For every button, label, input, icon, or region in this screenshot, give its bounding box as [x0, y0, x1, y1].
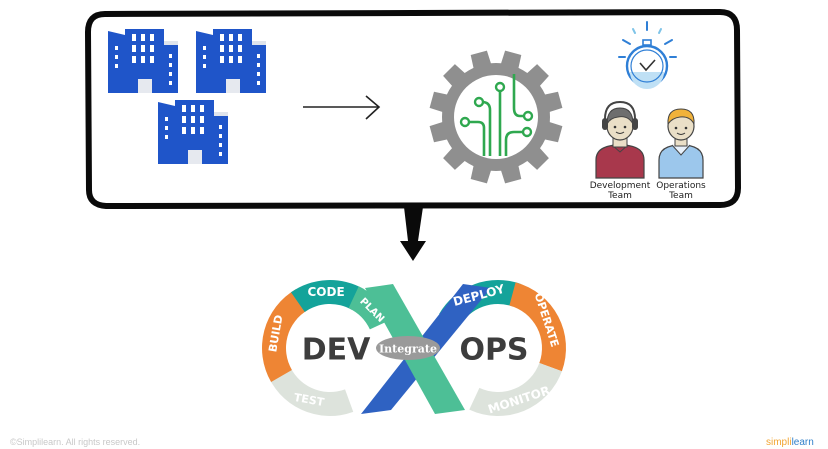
developer-avatar-icon — [595, 100, 645, 179]
development-team-label: Development Team — [588, 181, 652, 201]
buildings-group — [108, 29, 266, 164]
stage-build — [262, 289, 308, 382]
gear-circuit-icon — [429, 50, 563, 184]
office-building-icon — [108, 29, 178, 93]
team-label-line1: Operations — [656, 181, 706, 191]
stage-plan — [348, 286, 392, 330]
brand-part1: simpli — [766, 437, 792, 448]
team-label-line2: Team — [669, 191, 693, 201]
integrate-label: Integrate — [379, 343, 437, 356]
operations-team-label: Operations Team — [649, 181, 713, 201]
brand-logo: simplilearn — [766, 437, 814, 448]
stage-test — [266, 363, 354, 417]
down-arrow-icon — [400, 207, 426, 261]
brand-part2: learn — [791, 437, 814, 448]
office-building-icon — [196, 29, 266, 93]
team-label-line2: Team — [608, 191, 632, 201]
copyright-text: ©Simplilearn. All rights reserved. — [10, 437, 141, 447]
right-arrow-icon — [303, 95, 381, 120]
stage-label-test: TEST — [293, 391, 326, 409]
ops-label: OPS — [459, 333, 528, 368]
stage-operate — [509, 282, 566, 372]
stage-label-build: BUILD — [266, 314, 285, 353]
stopwatch-icon — [618, 21, 677, 89]
stage-label-code: CODE — [308, 285, 345, 299]
stage-monitor — [469, 363, 562, 416]
integrate-pill — [376, 336, 440, 360]
cross-band-blue-top — [425, 306, 468, 343]
operations-avatar-icon — [658, 108, 704, 179]
dev-label: DEV — [302, 333, 371, 368]
team-label-line1: Development — [589, 181, 651, 191]
stage-code — [290, 280, 364, 312]
office-building-icon — [158, 100, 228, 164]
